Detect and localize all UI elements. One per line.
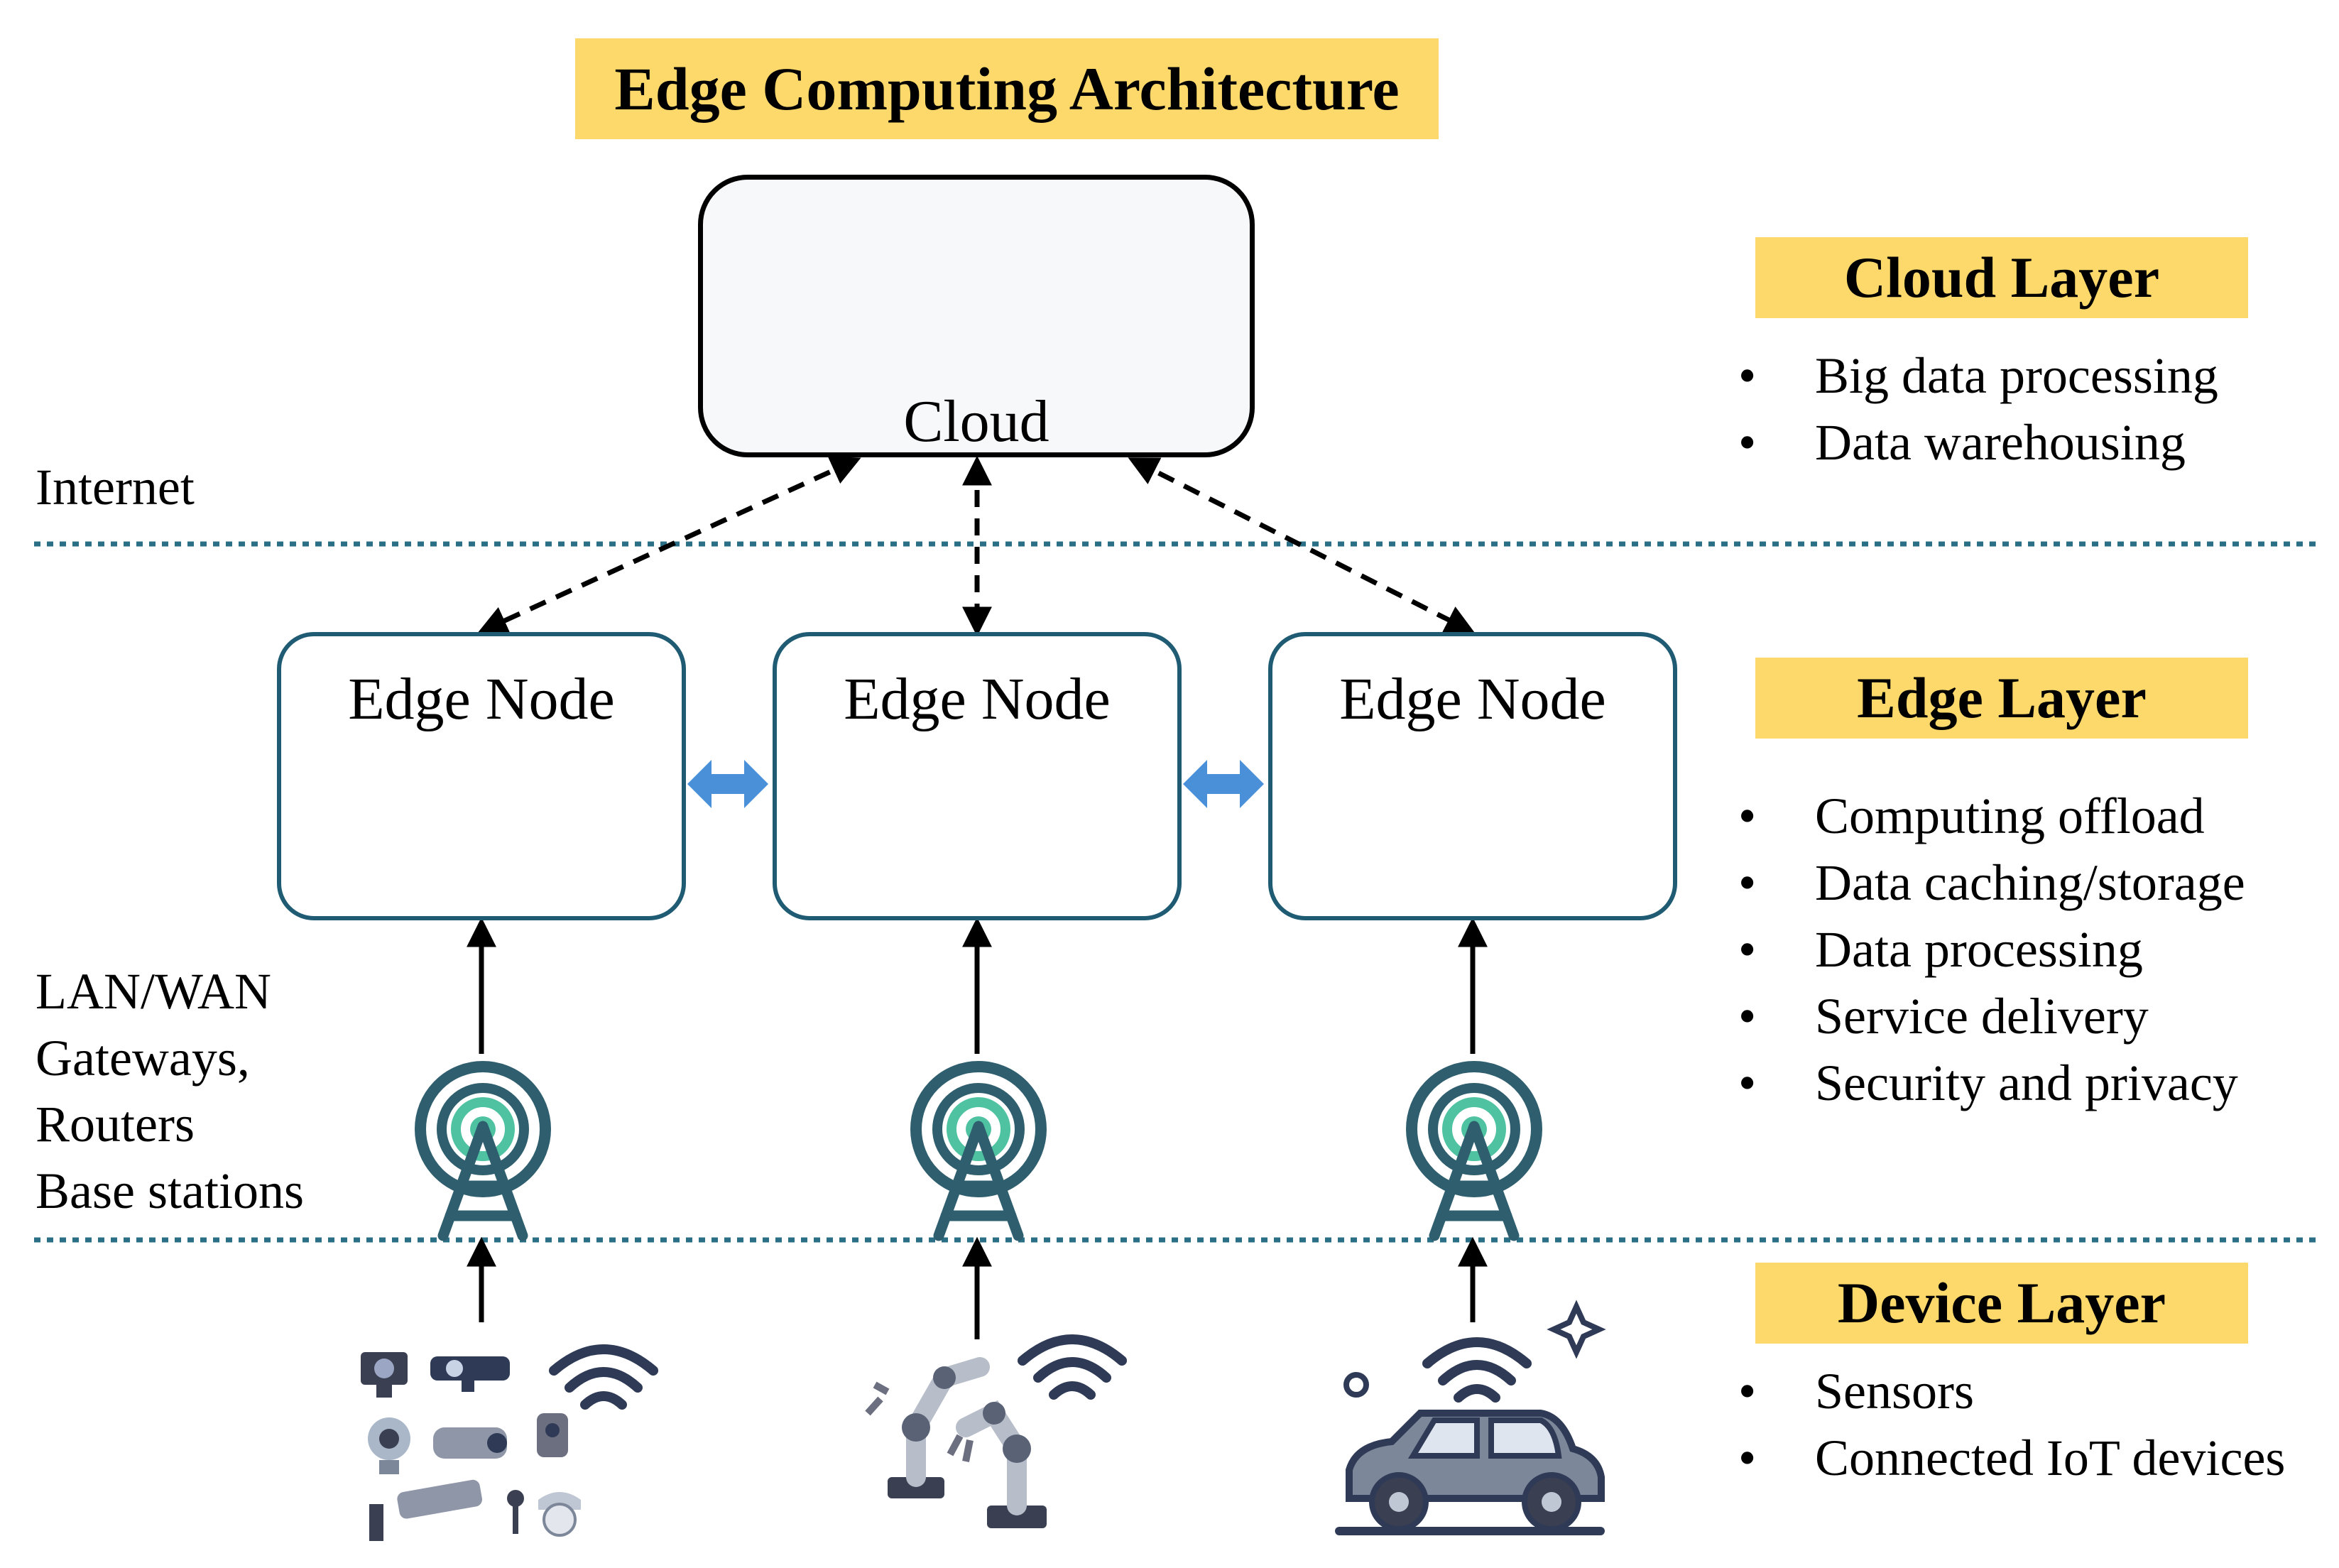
bullet-text: Security and privacy <box>1815 1055 2238 1111</box>
lan-label-line: Routers <box>36 1096 195 1153</box>
lan-label-line: LAN/WAN <box>36 963 271 1020</box>
bullet-text: Data caching/storage <box>1815 854 2245 911</box>
wifi-icon <box>1427 1342 1527 1398</box>
internet-label: Internet <box>36 459 195 516</box>
edge-peer-arrow <box>687 760 768 808</box>
bullet-text: Service delivery <box>1815 988 2149 1045</box>
cloud-edge-link-right <box>1128 457 1476 633</box>
lan-wan-labels: LAN/WAN Gateways, Routers Base stations <box>36 959 304 1224</box>
bullet-text: Computing offload <box>1815 788 2205 844</box>
radio-tower-icon <box>420 1067 545 1236</box>
bullet-dot: • <box>1738 1363 1757 1420</box>
bullet-dot: • <box>1738 854 1757 911</box>
cloud-node: Cloud <box>698 175 1255 457</box>
device-layer-title: Device Layer <box>1755 1263 2248 1344</box>
edge-node-1: Edge Node <box>277 632 686 920</box>
edge-node-label: Edge Node <box>1339 666 1606 732</box>
edge-node-3: Edge Node <box>1268 632 1677 920</box>
bullet-dot: • <box>1738 1055 1757 1111</box>
bullet-dot: • <box>1738 921 1757 978</box>
cloud-layer-bullets: • Big data processing • Data warehousing <box>1738 347 2335 489</box>
bullet-text: Data processing <box>1815 921 2143 978</box>
diagram-title: Edge Computing Architecture <box>575 38 1439 139</box>
radio-tower-icon <box>1412 1067 1537 1236</box>
edge-node-2: Edge Node <box>773 632 1182 920</box>
lan-label-line: Gateways, <box>36 1029 250 1087</box>
edge-node-label: Edge Node <box>348 666 615 732</box>
edge-layer-title: Edge Layer <box>1755 658 2248 739</box>
edge-node-label: Edge Node <box>844 666 1111 732</box>
bullet-text: Data warehousing <box>1815 414 2186 471</box>
edge-peer-arrow <box>1183 760 1264 808</box>
lan-label-line: Base stations <box>36 1162 304 1219</box>
radio-tower-icon <box>916 1067 1041 1236</box>
robot-arm-icon <box>865 1357 1047 1528</box>
bullet-dot: • <box>1738 988 1757 1045</box>
bullet-text: Big data processing <box>1815 347 2218 404</box>
cloud-layer-title: Cloud Layer <box>1755 237 2248 318</box>
cloud-edge-link-left <box>477 456 861 635</box>
edge-layer-bullets: • Computing offload • Data caching/storage… <box>1738 787 2335 1128</box>
bullet-dot: • <box>1738 347 1757 404</box>
wifi-icon <box>1023 1339 1122 1395</box>
camera-sensors-icon <box>361 1352 581 1541</box>
bullet-text: Connected IoT devices <box>1815 1430 2286 1486</box>
wifi-icon <box>554 1349 653 1405</box>
bullet-dot: • <box>1738 788 1757 844</box>
device-layer-bullets: • Sensors • Connected IoT devices <box>1738 1362 2335 1504</box>
connected-car-icon <box>1335 1300 1606 1535</box>
bullet-dot: • <box>1738 414 1757 471</box>
bullet-dot: • <box>1738 1430 1757 1486</box>
bullet-text: Sensors <box>1815 1363 1975 1420</box>
cloud-label: Cloud <box>903 388 1049 454</box>
